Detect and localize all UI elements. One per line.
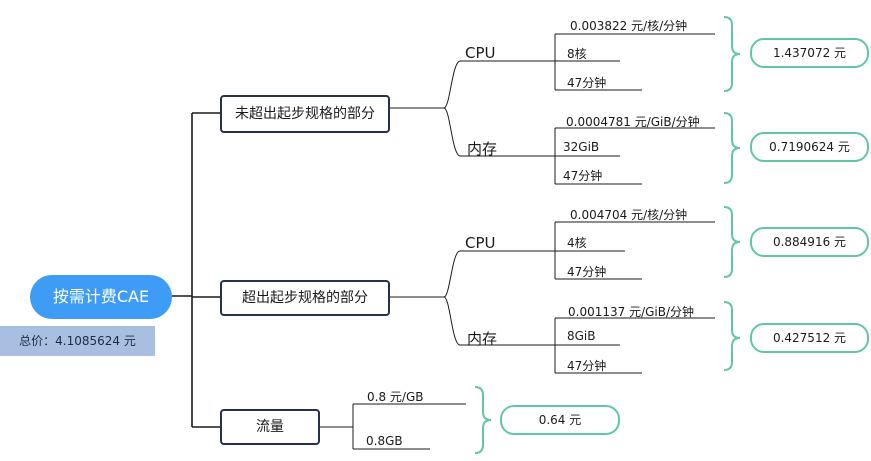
result-b1-memory: 0.7190624 元 xyxy=(750,132,869,162)
b2-mem-size: 8GiB xyxy=(567,329,596,343)
b1-mem-duration: 47分钟 xyxy=(563,169,603,183)
b1-cpu-cores: 8核 xyxy=(567,47,587,61)
b1-memory-label: 内存 xyxy=(467,140,498,158)
b2-memory-label: 内存 xyxy=(467,330,498,348)
bracket-b2-mem xyxy=(723,301,741,371)
root-node: 按需计费CAE xyxy=(30,275,172,319)
branch-traffic: 流量 xyxy=(220,409,320,445)
b2-cpu-duration: 47分钟 xyxy=(567,265,607,279)
bracket-b2-cpu xyxy=(723,206,741,278)
b2-cpu-unit-price: 0.004704 元/核/分钟 xyxy=(570,208,688,222)
b1-mem-unit-price: 0.0004781 元/GiB/分钟 xyxy=(566,115,700,129)
branch-within-base-spec: 未超出起步规格的部分 xyxy=(220,95,390,133)
b1-cpu-label: CPU xyxy=(465,44,496,62)
connector-b2-cpu xyxy=(390,250,555,298)
b2-cpu-label: CPU xyxy=(465,234,496,252)
result-b2-cpu: 0.884916 元 xyxy=(750,227,869,257)
b1-mem-size: 32GiB xyxy=(563,140,600,154)
connector-b2-mem xyxy=(443,296,555,346)
bracket-traffic xyxy=(474,386,492,454)
result-b1-cpu: 1.437072 元 xyxy=(750,38,869,68)
connector-b1-cpu xyxy=(390,60,555,109)
connector-b1-mem xyxy=(443,107,555,157)
branch-exceeding-base-spec: 超出起步规格的部分 xyxy=(220,280,390,316)
bracket-b1-cpu xyxy=(723,16,741,92)
b1-cpu-unit-price: 0.003822 元/核/分钟 xyxy=(570,19,688,33)
result-traffic: 0.64 元 xyxy=(500,405,620,435)
traffic-volume: 0.8GB xyxy=(366,434,403,448)
b2-cpu-cores: 4核 xyxy=(567,236,587,250)
b2-mem-unit-price: 0.001137 元/GiB/分钟 xyxy=(568,305,695,319)
b1-cpu-duration: 47分钟 xyxy=(567,76,607,90)
bracket-b1-mem xyxy=(723,112,741,184)
result-b2-memory: 0.427512 元 xyxy=(750,323,869,353)
total-price-label: 总价：4.1085624 元 xyxy=(0,326,155,356)
traffic-unit-price: 0.8 元/GB xyxy=(367,390,424,404)
b2-mem-duration: 47分钟 xyxy=(567,359,607,373)
